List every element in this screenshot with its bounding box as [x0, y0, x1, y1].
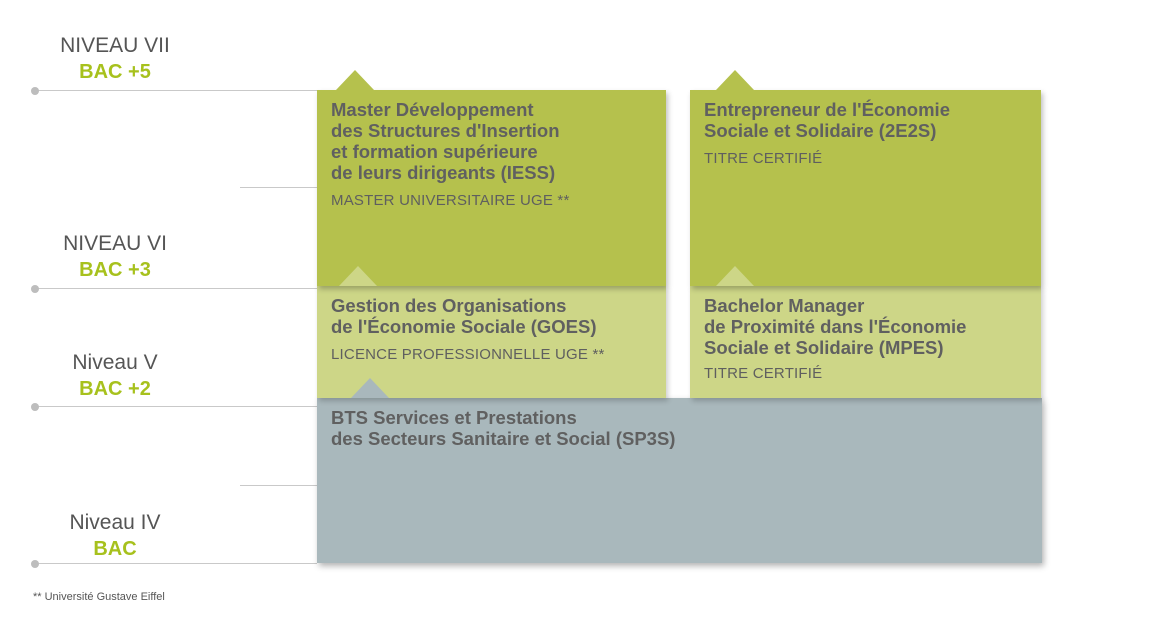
- level-line-vii: [35, 90, 317, 91]
- level-label-vi: NIVEAU VI BAC +3: [25, 231, 205, 283]
- level-line-v: [35, 406, 317, 407]
- formation-title: Bachelor Manager de Proximité dans l'Éco…: [704, 295, 967, 358]
- progression-arrow: [339, 266, 377, 286]
- progression-arrow: [716, 266, 754, 286]
- level-dot-vii: [31, 87, 39, 95]
- formation-subtitle: LICENCE PROFESSIONNELLE UGE **: [331, 346, 605, 363]
- level-label-vii: NIVEAU VII BAC +5: [25, 33, 205, 85]
- level-label-v: Niveau V BAC +2: [25, 350, 205, 402]
- formation-title: BTS Services et Prestations des Secteurs…: [331, 407, 676, 449]
- level-bac: BAC +3: [79, 259, 151, 281]
- level-line-iv: [35, 563, 317, 564]
- progression-arrow: [336, 70, 374, 90]
- mid-line-2: [240, 485, 320, 486]
- level-line-vi: [35, 288, 317, 289]
- progression-arrow: [351, 378, 389, 398]
- level-name: NIVEAU VI: [63, 232, 167, 255]
- level-label-iv: Niveau IV BAC: [25, 510, 205, 562]
- level-bac: BAC +5: [79, 61, 151, 83]
- level-dot-v: [31, 403, 39, 411]
- formation-title: Master Développement des Structures d'In…: [331, 99, 560, 183]
- formation-title: Gestion des Organisations de l'Économie …: [331, 295, 597, 337]
- formation-card-iess[interactable]: Master Développement des Structures d'In…: [317, 90, 666, 286]
- level-dot-vi: [31, 285, 39, 293]
- formation-subtitle: TITRE CERTIFIÉ: [704, 150, 823, 167]
- level-bac: BAC: [93, 538, 137, 560]
- level-dot-iv: [31, 560, 39, 568]
- level-bac: BAC +2: [79, 378, 151, 400]
- formation-subtitle: TITRE CERTIFIÉ: [704, 365, 823, 382]
- level-name: Niveau IV: [69, 511, 161, 534]
- formation-card-2e2s[interactable]: Entrepreneur de l'Économie Sociale et So…: [690, 90, 1041, 286]
- formation-card-bts[interactable]: BTS Services et Prestations des Secteurs…: [317, 398, 1042, 563]
- formation-title: Entrepreneur de l'Économie Sociale et So…: [704, 99, 950, 141]
- level-name: NIVEAU VII: [60, 34, 170, 57]
- formation-card-mpes[interactable]: Bachelor Manager de Proximité dans l'Éco…: [690, 286, 1041, 398]
- footnote: ** Université Gustave Eiffel: [33, 591, 165, 603]
- progression-arrow: [716, 70, 754, 90]
- level-name: Niveau V: [72, 351, 158, 374]
- mid-line-1: [240, 187, 320, 188]
- formation-subtitle: MASTER UNIVERSITAIRE UGE **: [331, 192, 570, 209]
